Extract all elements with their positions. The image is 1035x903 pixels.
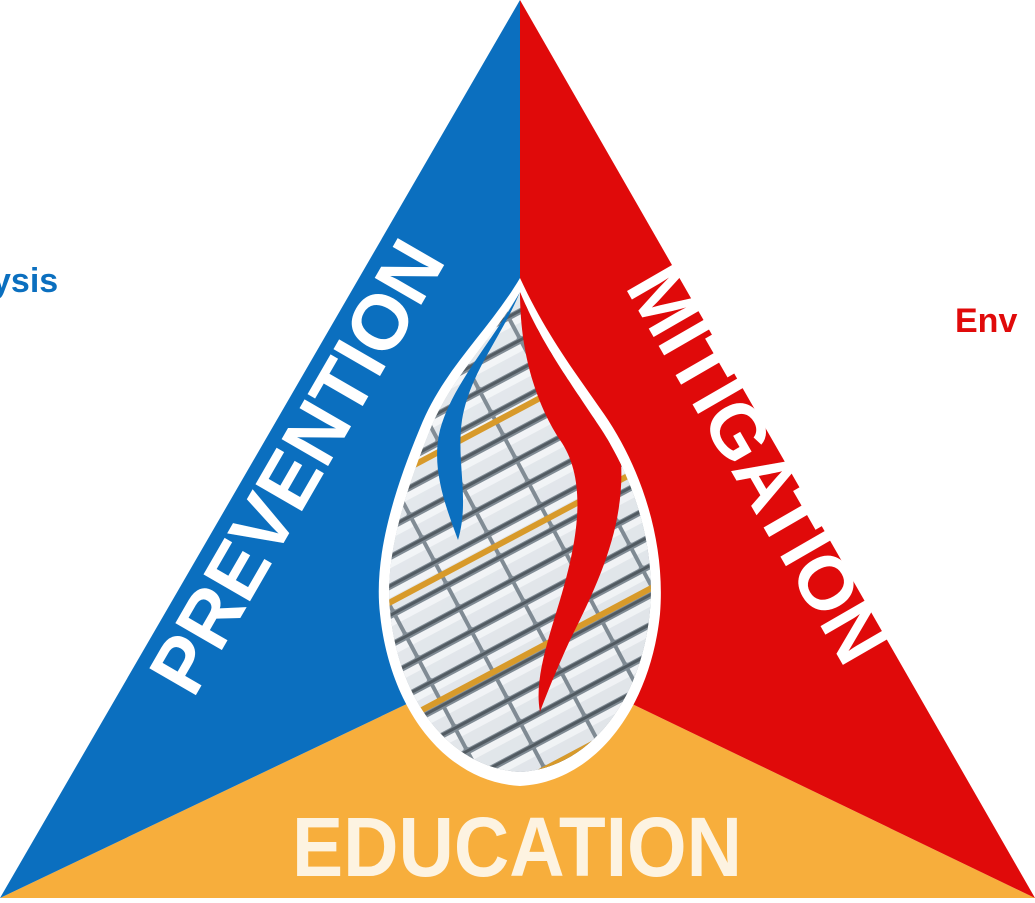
prevention-segment: [0, 0, 520, 898]
left-side-label: ysis: [0, 262, 59, 300]
mitigation-segment: [520, 0, 1035, 898]
education-text: EDUCATION: [292, 800, 742, 894]
right-side-label: Env: [955, 302, 1018, 340]
